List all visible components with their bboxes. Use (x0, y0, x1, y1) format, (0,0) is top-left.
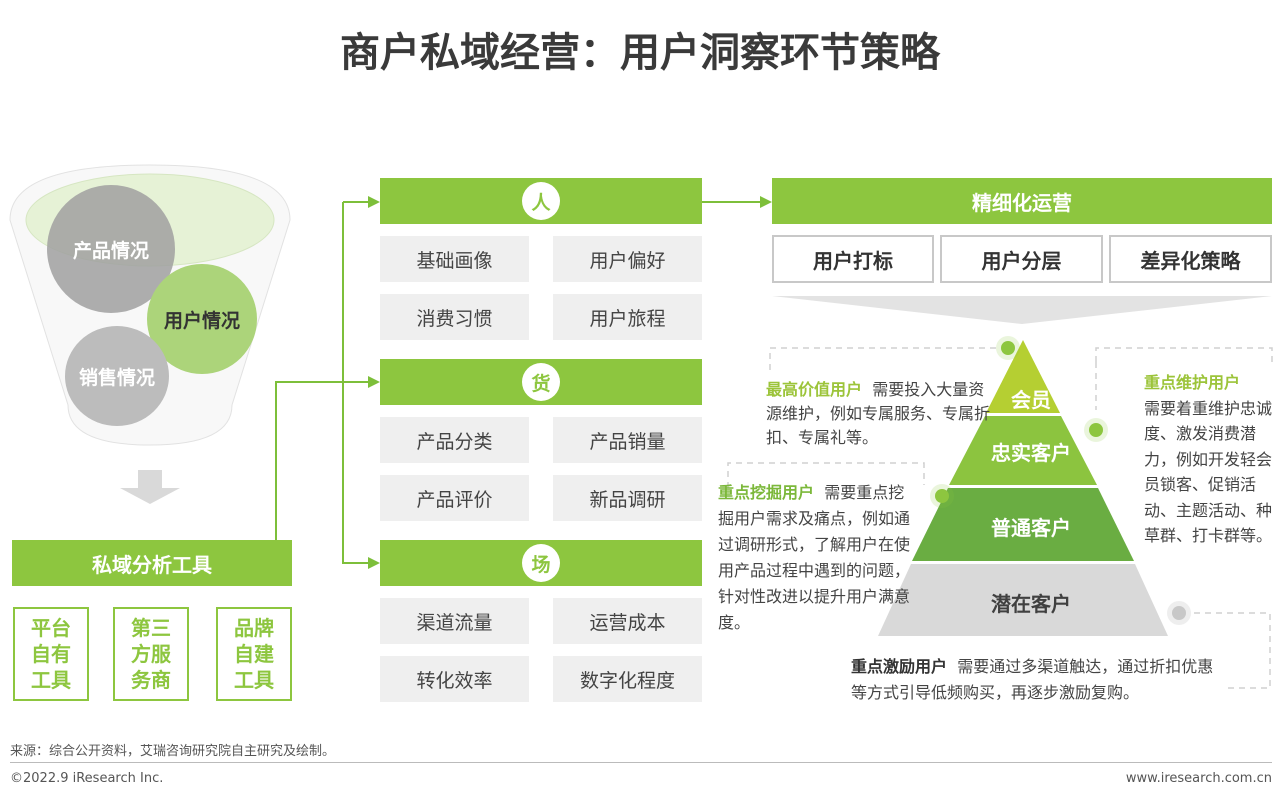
note-right: 重点维护用户需要着重维护忠诚度、激发消费潜力，例如开发轻会员锁客、促销活动、主题… (1144, 370, 1272, 549)
note-top-label: 最高价值用户 (766, 380, 863, 399)
section-cell: 数字化程度 (553, 656, 702, 702)
ops-funnel-shape (772, 296, 1272, 324)
section-cell: 运营成本 (553, 598, 702, 644)
source-note: 来源：综合公开资料，艾瑞咨询研究院自主研究及绘制。 (10, 744, 336, 759)
note-right-text: 需要着重维护忠诚度、激发消费潜力，例如开发轻会员锁客、促销活动、主题活动、种草群… (1144, 398, 1273, 546)
tier-label-potential: 潜在客户 (991, 592, 1071, 616)
section-badge: 场 (522, 544, 560, 582)
section-cell: 用户旅程 (553, 294, 702, 340)
section-cell: 产品销量 (553, 417, 702, 463)
section-cell: 产品分类 (380, 417, 529, 463)
pyramid-tier-potential (878, 564, 1168, 636)
down-arrow-icon (120, 470, 180, 504)
tools-header: 私域分析工具 (12, 540, 292, 586)
note-bottom-text: 需要通过多渠道触达，通过折扣优惠等方式引导低频购买，再逐步激励复购。 (851, 657, 1214, 702)
copyright: ©2022.9 iResearch Inc. (10, 771, 164, 786)
tier-label-member: 会员 (1011, 388, 1051, 412)
ops-tab-tagging: 用户打标 (772, 235, 934, 283)
ops-header: 精细化运营 (772, 178, 1272, 224)
section-cell: 渠道流量 (380, 598, 529, 644)
note-top: 最高价值用户 需要投入大量资源维护，例如专属服务、专属折扣、专属礼等。 (766, 378, 998, 450)
marker-dot (935, 489, 949, 503)
section-header-people: 人 (380, 178, 702, 224)
note-left: 重点挖掘用户 需要重点挖掘用户需求及痛点，例如通过调研形式，了解用户在使用产品过… (718, 480, 910, 636)
note-right-label: 重点维护用户 (1144, 373, 1241, 392)
ops-tab-layering: 用户分层 (940, 235, 1103, 283)
pyramid-tier-regular (912, 488, 1134, 561)
section-cell: 消费习惯 (380, 294, 529, 340)
section-cell: 用户偏好 (553, 236, 702, 282)
tool-brand: 品牌自建工具 (216, 607, 292, 701)
funnel-circle-sales: 销售情况 (65, 326, 169, 426)
ops-tab-strategy: 差异化策略 (1109, 235, 1272, 283)
marker-dot (1089, 423, 1103, 437)
tool-platform: 平台自有工具 (13, 607, 89, 701)
note-bottom-label: 重点激励用户 (851, 657, 948, 676)
footer-url: www.iresearch.com.cn (1125, 771, 1272, 786)
note-left-label: 重点挖掘用户 (718, 483, 815, 502)
marker-dot (1001, 341, 1015, 355)
pyramid-tier-member (986, 340, 1060, 413)
tool-third-party: 第三方服务商 (113, 607, 189, 701)
section-badge: 人 (522, 182, 560, 220)
page-title: 商户私域经营：用户洞察环节策略 (340, 30, 940, 76)
section-cell: 新品调研 (553, 475, 702, 521)
note-left-text: 需要重点挖掘用户需求及痛点，例如通过调研形式，了解用户在使用产品过程中遇到的问题… (718, 483, 911, 632)
section-cell: 转化效率 (380, 656, 529, 702)
tier-label-regular: 普通客户 (991, 516, 1071, 540)
section-badge: 货 (522, 363, 560, 401)
note-top-text: 需要投入大量资源维护，例如专属服务、专属折扣、专属礼等。 (766, 380, 991, 447)
note-bottom: 重点激励用户 需要通过多渠道触达，通过折扣优惠等方式引导低频购买，再逐步激励复购… (851, 654, 1223, 706)
tier-label-loyal: 忠实客户 (991, 441, 1071, 465)
section-header-place: 场 (380, 540, 702, 586)
section-cell: 产品评价 (380, 475, 529, 521)
funnel-circle-user: 用户情况 (147, 264, 257, 374)
section-cell: 基础画像 (380, 236, 529, 282)
footer-divider (10, 762, 1272, 763)
section-header-goods: 货 (380, 359, 702, 405)
marker-dot (1172, 606, 1186, 620)
pyramid-tier-loyal (949, 416, 1097, 485)
